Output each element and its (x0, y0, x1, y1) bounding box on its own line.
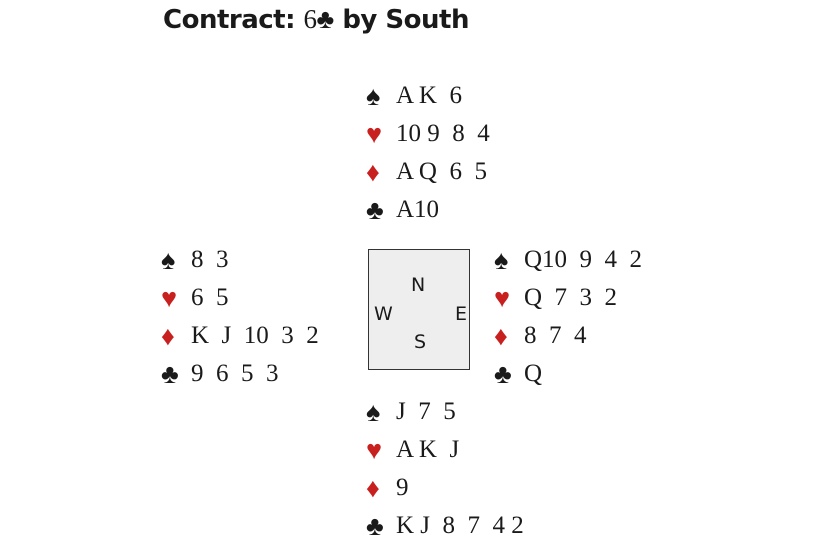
west-spades-row: ♠ 8 3 (161, 241, 319, 279)
north-hearts-row: ♥ 10 9 8 4 (366, 115, 490, 153)
declarer: by South (333, 5, 469, 35)
west-diamonds-cards: K J 10 3 2 (191, 322, 319, 349)
spade-icon: ♠ (366, 396, 381, 427)
east-spades-cards: Q10 9 4 2 (524, 246, 643, 273)
west-spades-cards: 8 3 (191, 246, 229, 273)
diamond-icon: ♦ (494, 320, 508, 351)
east-hearts-cards: Q 7 3 2 (524, 284, 618, 311)
spade-icon: ♠ (494, 244, 509, 275)
east-diamonds-row: ♦ 8 7 4 (494, 317, 642, 355)
club-icon: ♣ (494, 358, 512, 389)
north-hearts-cards: 10 9 8 4 (396, 120, 490, 147)
club-icon: ♣ (366, 510, 384, 541)
club-icon: ♣ (161, 358, 179, 389)
south-clubs-cards: K J 8 7 4 2 (396, 512, 524, 539)
south-hearts-cards: A K J (396, 436, 460, 463)
club-icon: ♣ (366, 194, 384, 225)
west-diamonds-row: ♦ K J 10 3 2 (161, 317, 319, 355)
east-clubs-cards: Q (524, 360, 543, 387)
north-spades-cards: A K 6 (396, 82, 462, 109)
south-hearts-row: ♥ A K J (366, 431, 524, 469)
east-hearts-row: ♥ Q 7 3 2 (494, 279, 642, 317)
west-clubs-row: ♣ 9 6 5 3 (161, 355, 319, 393)
south-diamonds-cards: 9 (396, 474, 409, 501)
north-spades-row: ♠ A K 6 (366, 77, 490, 115)
west-clubs-cards: 9 6 5 3 (191, 360, 279, 387)
compass-box: N W E S (368, 249, 470, 370)
club-icon: ♣ (316, 4, 335, 34)
contract-label: Contract: (163, 5, 304, 35)
south-hand: ♠J 7 5♥A K J♦9♣K J 8 7 4 2 (366, 393, 524, 545)
east-clubs-row: ♣Q (494, 355, 642, 393)
heart-icon: ♥ (161, 282, 178, 313)
heart-icon: ♥ (366, 434, 383, 465)
north-hand: ♠ A K 6 ♥ 10 9 8 4 ♦ A Q 6 5 ♣ A10 (366, 77, 490, 229)
south-spades-cards: J 7 5 (396, 398, 456, 425)
north-clubs-row: ♣ A10 (366, 191, 490, 229)
compass-west: W (374, 303, 393, 325)
diamond-icon: ♦ (366, 472, 380, 503)
east-diamonds-cards: 8 7 4 (524, 322, 587, 349)
north-clubs-cards: A10 (396, 196, 440, 223)
south-clubs-row: ♣ K J 8 7 4 2 (366, 507, 524, 545)
compass-south: S (414, 331, 427, 353)
south-diamonds-row: ♦9 (366, 469, 524, 507)
north-diamonds-row: ♦ A Q 6 5 (366, 153, 490, 191)
west-hand: ♠ 8 3 ♥ 6 5 ♦ K J 10 3 2 ♣ 9 6 5 3 (161, 241, 319, 393)
contract-level: 6 (303, 4, 318, 34)
south-spades-row: ♠ J 7 5 (366, 393, 524, 431)
north-diamonds-cards: A Q 6 5 (396, 158, 487, 185)
contract-title: Contract: 6♣ by South (163, 4, 469, 35)
compass-east: E (455, 303, 468, 325)
west-hearts-row: ♥ 6 5 (161, 279, 319, 317)
east-hand: ♠Q10 9 4 2♥Q 7 3 2♦8 7 4♣Q (494, 241, 642, 393)
diamond-icon: ♦ (161, 320, 175, 351)
west-hearts-cards: 6 5 (191, 284, 229, 311)
heart-icon: ♥ (494, 282, 511, 313)
compass-north: N (411, 274, 426, 296)
east-spades-row: ♠ Q10 9 4 2 (494, 241, 642, 279)
diamond-icon: ♦ (366, 156, 380, 187)
spade-icon: ♠ (161, 244, 176, 275)
heart-icon: ♥ (366, 118, 383, 149)
spade-icon: ♠ (366, 80, 381, 111)
